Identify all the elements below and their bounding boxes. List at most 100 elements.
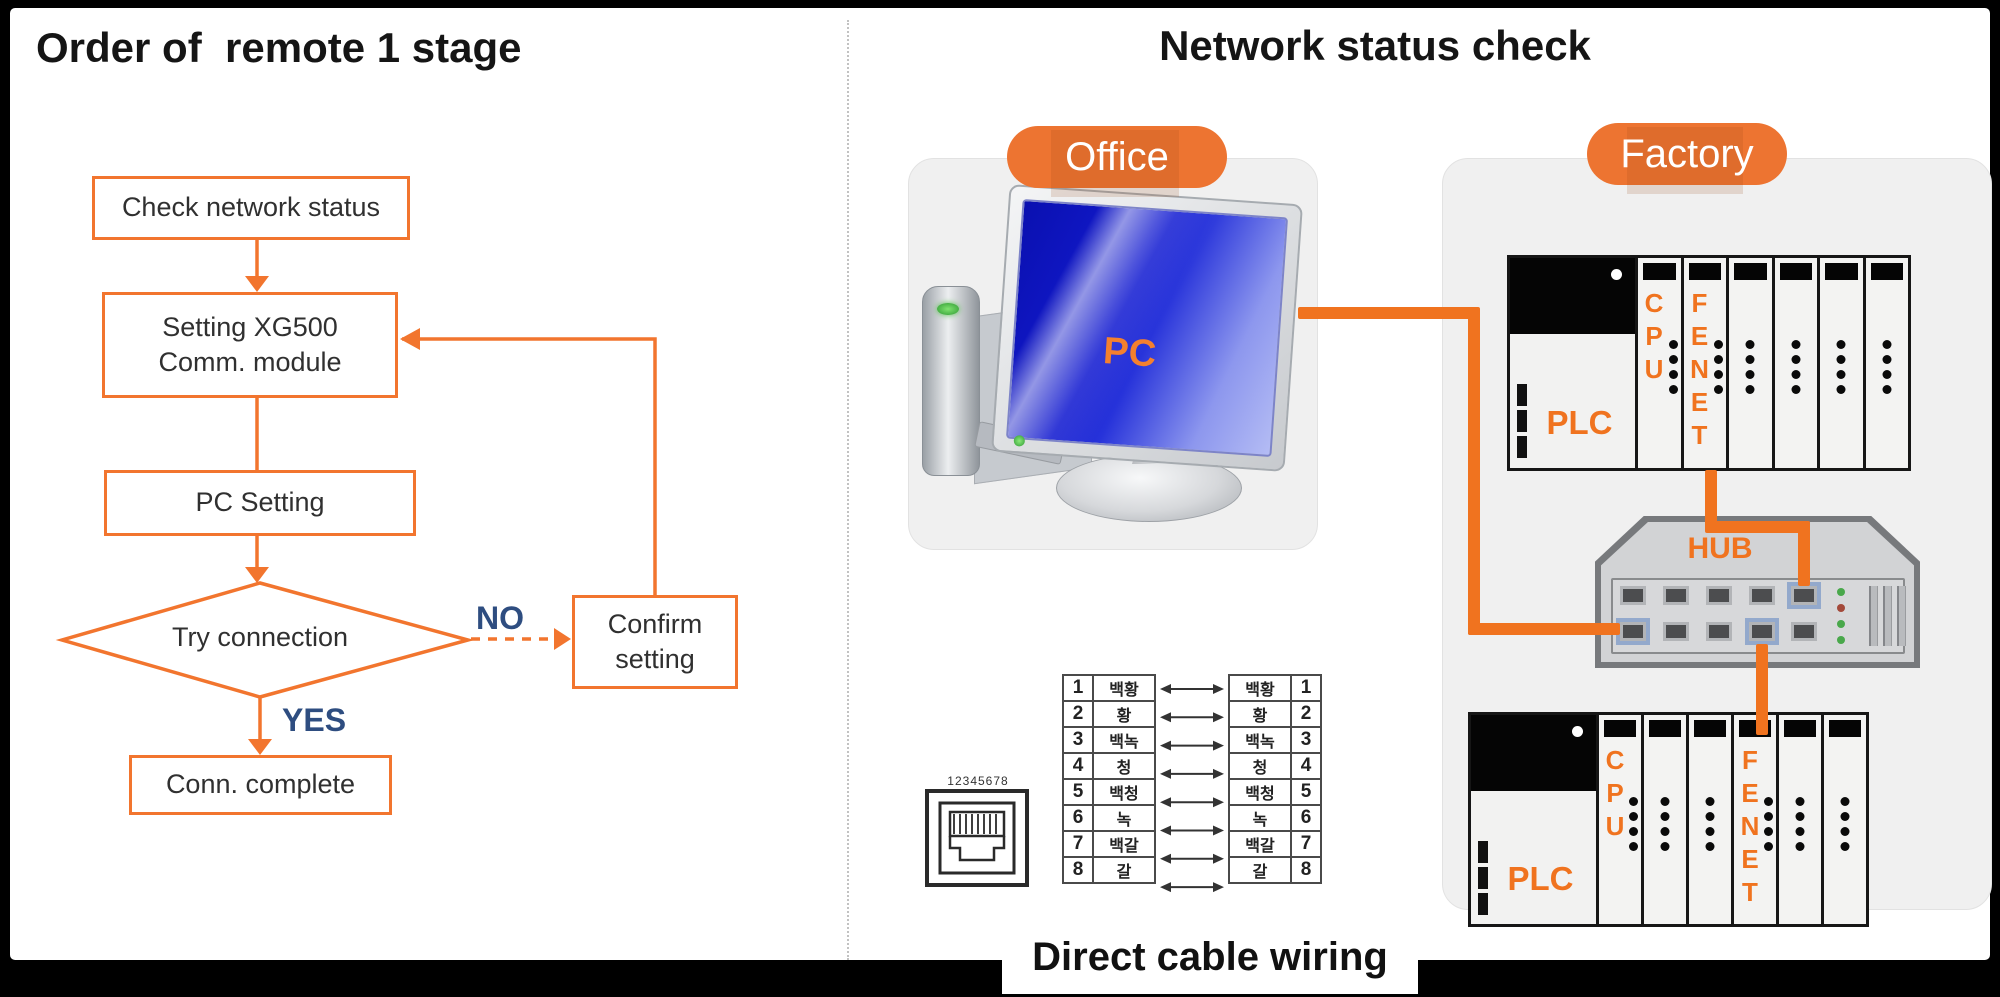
wire-pin-number: 2	[1290, 700, 1322, 728]
wire-color-name: 황	[1092, 700, 1156, 728]
led-dot-icon	[1836, 355, 1846, 364]
slot-top-bar	[1784, 720, 1816, 737]
led-dot-icon	[1795, 812, 1805, 821]
arrowhead-right-icon	[554, 628, 571, 650]
slot-led-dots	[1840, 797, 1850, 851]
led-dot-icon	[1705, 812, 1715, 821]
flow-node-label: Setting XG500	[162, 311, 338, 342]
wire-pin-number: 2	[1062, 700, 1094, 728]
loop-confirm-to-setting	[402, 337, 657, 595]
wiring-caption: Direct cable wiring	[1002, 920, 1418, 994]
cable-fenet-top-to-hub	[1705, 470, 1717, 528]
rack-slot	[1774, 258, 1820, 468]
hub-port	[1706, 622, 1732, 641]
hub-vent-icon	[1883, 586, 1892, 646]
pc-monitor: PC	[991, 184, 1303, 472]
plc-vent-dash	[1517, 384, 1527, 406]
slot-label-fenet: FENET	[1735, 745, 1765, 910]
slot-led-dots	[1795, 797, 1805, 851]
wire-pin-number: 5	[1290, 778, 1322, 806]
led-dot-icon	[1764, 827, 1773, 836]
rack-slot: CPU	[1638, 258, 1684, 468]
slot-led-dots	[1791, 340, 1801, 394]
hub-device: HUB	[1595, 516, 1920, 668]
rack-slot	[1779, 715, 1824, 924]
slot-top-bar	[1829, 720, 1861, 737]
wire-pin-number: 3	[1290, 726, 1322, 754]
slot-led-dots	[1668, 340, 1678, 394]
led-dot-icon	[1882, 385, 1892, 394]
led-dot-icon	[1745, 370, 1755, 379]
plc-vent-dash	[1478, 893, 1488, 915]
led-dot-icon	[1660, 812, 1670, 821]
flowchart-connectors	[55, 240, 657, 755]
hub-port	[1749, 622, 1775, 641]
hub-front-panel	[1611, 578, 1906, 654]
plc-vent-dash	[1517, 410, 1527, 432]
slot-top-bar	[1688, 263, 1721, 280]
wire-pin-number: 7	[1062, 830, 1094, 858]
led-dot-icon	[1791, 340, 1801, 349]
wire-pin-number: 8	[1062, 856, 1094, 884]
slot-led-dots	[1660, 797, 1670, 851]
led-dot-icon	[1764, 842, 1773, 851]
rj45-pin-numbers: 12345678	[947, 774, 1009, 788]
led-dot-icon	[1660, 827, 1670, 836]
led-dot-icon	[1836, 340, 1846, 349]
wire-color-name: 황	[1228, 700, 1292, 728]
led-dot-icon	[1629, 842, 1638, 851]
office-badge: Office	[1007, 126, 1227, 197]
wire-pin-number: 8	[1290, 856, 1322, 884]
led-dot-icon	[1668, 385, 1678, 394]
flow-node-try-connection: Try connection	[171, 622, 349, 652]
flow-node-label: Comm. module	[158, 347, 342, 377]
arrowhead-down-icon	[245, 567, 269, 583]
wire-pin-number: 5	[1062, 778, 1094, 806]
wire-pin-number: 4	[1290, 752, 1322, 780]
slot-top-bar	[1643, 263, 1676, 280]
rack-slot: FENET	[1683, 258, 1729, 468]
led-dot-icon	[1836, 370, 1846, 379]
hub-port	[1791, 586, 1817, 605]
led-dot-icon	[1629, 827, 1638, 836]
factory-badge: Factory	[1587, 123, 1787, 194]
cable-pc-to-hub	[1298, 307, 1474, 319]
slot-top-bar	[1825, 263, 1858, 280]
led-dot-icon	[1840, 797, 1850, 806]
rack-slot	[1820, 258, 1866, 468]
flow-node-pc-setting: PC Setting	[104, 470, 416, 536]
led-dot-icon	[1836, 385, 1846, 394]
led-dot-icon	[1705, 797, 1715, 806]
wire-color-name: 청	[1228, 752, 1292, 780]
rack-slot: FENET	[1734, 715, 1779, 924]
wire-pin-number: 1	[1062, 674, 1094, 702]
led-dot-icon	[1882, 340, 1892, 349]
wire-color-name: 백황	[1092, 674, 1156, 702]
hub-port	[1749, 586, 1775, 605]
led-dot-icon	[1840, 812, 1850, 821]
led-dot-icon	[1764, 812, 1773, 821]
slot-led-dots	[1882, 340, 1892, 394]
content-area: Order of remote 1 stage Check network st	[10, 8, 1992, 994]
rj45-jack-icon	[925, 789, 1029, 887]
branch-label-yes: YES	[282, 702, 347, 738]
panel-divider	[847, 20, 849, 960]
wire-color-name: 백청	[1092, 778, 1156, 806]
led-dot-icon	[1660, 842, 1670, 851]
rack-slot	[1689, 715, 1734, 924]
wire-color-name: 청	[1092, 752, 1156, 780]
wire-color-name: 백청	[1228, 778, 1292, 806]
screen-glare-decor	[1005, 199, 1289, 457]
slot-top-bar	[1694, 720, 1726, 737]
factory-badge-label: Factory	[1620, 131, 1754, 176]
